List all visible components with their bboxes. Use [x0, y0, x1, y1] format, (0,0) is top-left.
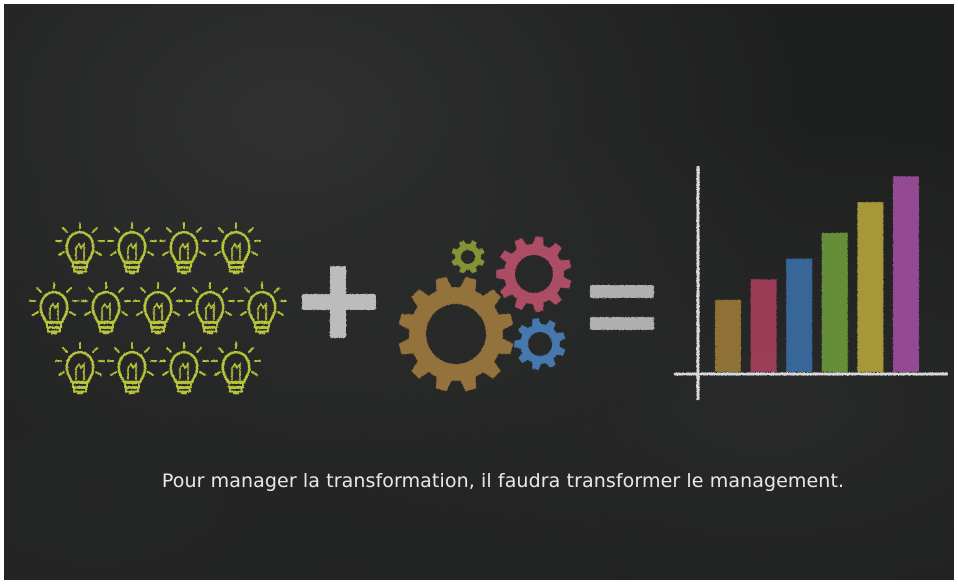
lightbulb-icon — [106, 341, 158, 395]
lightbulb-grid — [28, 221, 288, 395]
equals-icon — [590, 285, 654, 330]
lightbulb-icon — [28, 281, 80, 335]
chart-bar — [715, 299, 741, 372]
plus-icon — [302, 266, 376, 338]
gear-blue-icon — [514, 318, 566, 370]
chart-bar — [821, 232, 848, 372]
caption-text: Pour manager la transformation, il faudr… — [161, 470, 845, 492]
gear-large-icon — [398, 276, 514, 392]
gear-small-icon — [451, 240, 485, 274]
chart-bar — [786, 258, 813, 372]
lightbulb-icon — [106, 221, 158, 275]
gears-icon — [398, 236, 572, 392]
chalk-illustration — [28, 166, 948, 400]
lightbulb-icon — [54, 221, 106, 275]
lightbulb-icon — [184, 281, 236, 335]
lightbulb-icon — [158, 221, 210, 275]
lightbulb-icon — [210, 221, 262, 275]
lightbulb-icon — [132, 281, 184, 335]
chart-bar — [857, 202, 884, 372]
lightbulb-icon — [54, 341, 106, 395]
chart-bar — [893, 176, 919, 372]
chalkboard: Pour manager la transformation, il faudr… — [4, 4, 954, 580]
lightbulb-icon — [158, 341, 210, 395]
bar-chart-icon — [674, 166, 948, 400]
gear-red-icon — [496, 236, 572, 312]
chart-bar — [750, 279, 777, 372]
lightbulb-icon — [80, 281, 132, 335]
lightbulb-icon — [236, 281, 288, 335]
lightbulb-icon — [210, 341, 262, 395]
